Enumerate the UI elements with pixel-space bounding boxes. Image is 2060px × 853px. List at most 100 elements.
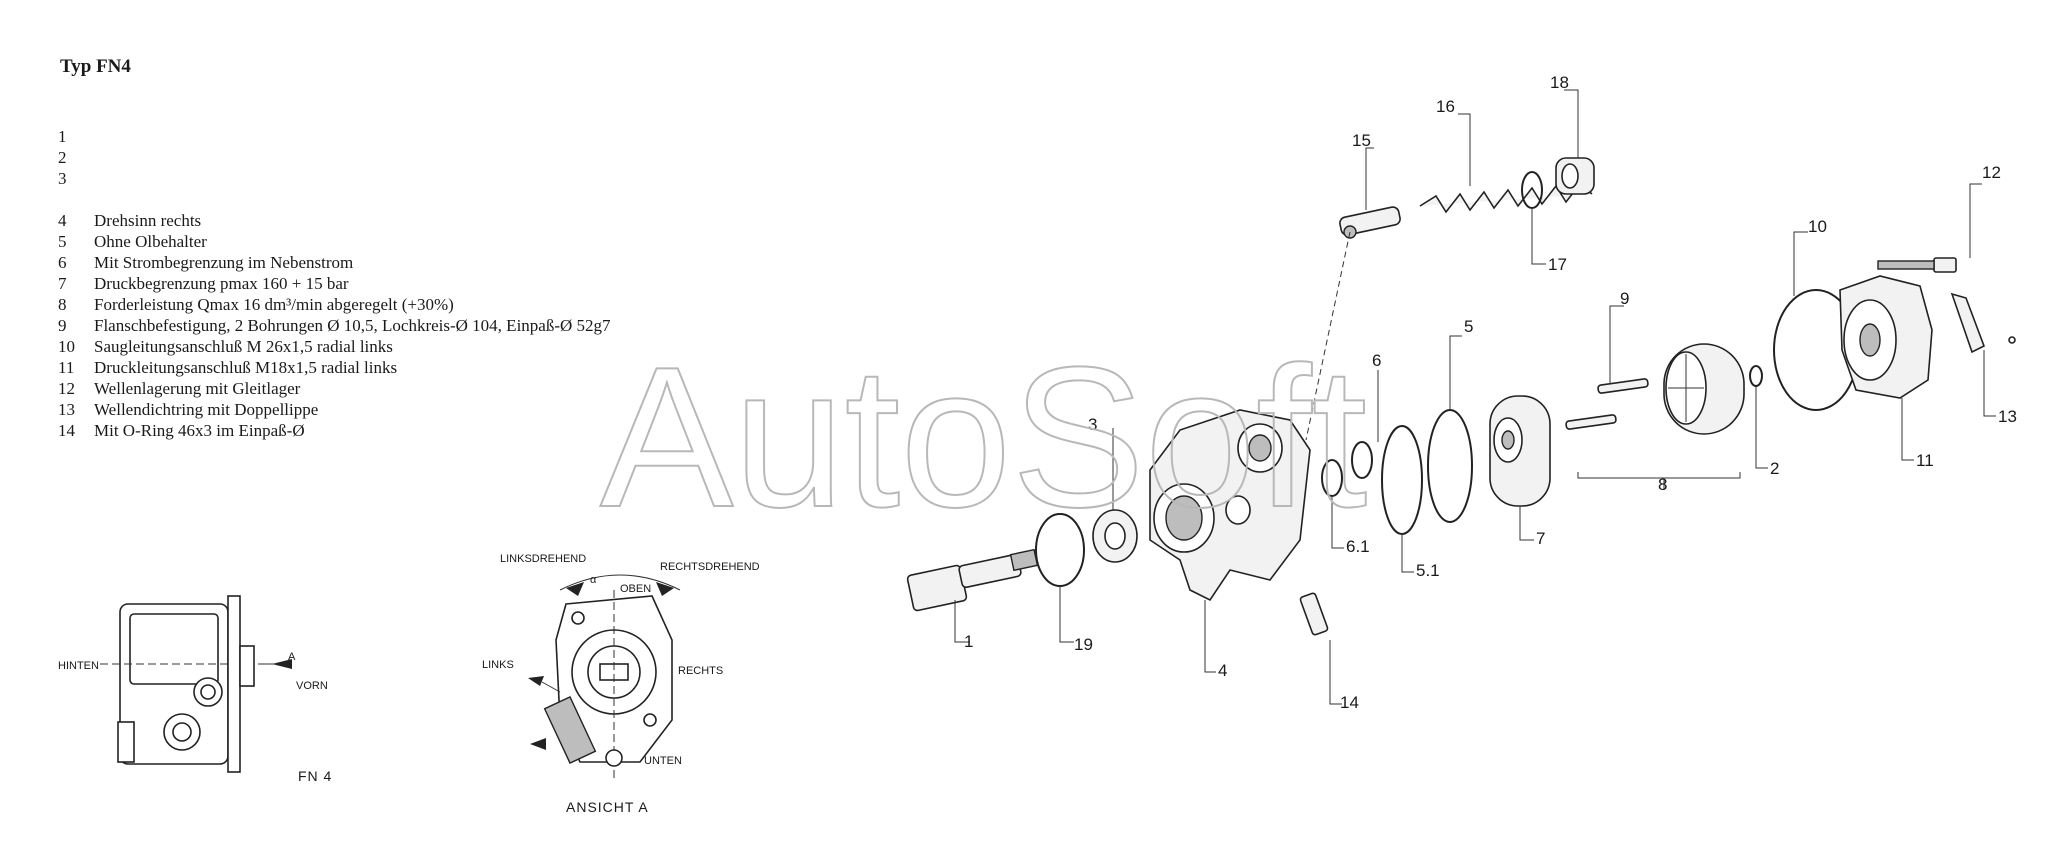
label-alpha: α <box>590 574 597 586</box>
diagram-title: Typ FN4 <box>60 56 131 77</box>
part-cam-ring <box>1489 395 1551 507</box>
label-rechtsdrehend: RECHTSDREHEND <box>660 561 760 573</box>
legend-text: Forderleistung Qmax 16 dm³/min abgeregel… <box>94 295 454 314</box>
legend-number: 12 <box>58 379 75 398</box>
rotation-left-arrow-icon <box>566 582 584 596</box>
leader-12 <box>1969 183 1982 258</box>
links-arrow-icon <box>528 676 544 686</box>
part-ring-6 <box>1351 441 1373 479</box>
pressure-port-bore <box>200 684 216 700</box>
leader-6-1 <box>1331 496 1344 549</box>
flow-arrow-icon <box>530 738 546 750</box>
label-linksdrehend: LINKSDREHEND <box>500 553 586 565</box>
leader-18 <box>1564 89 1579 158</box>
view-a-arrow-icon <box>272 659 292 669</box>
label-oben: OBEN <box>620 583 651 595</box>
callout-2: 2 <box>1770 459 1779 478</box>
view-a-caption: ANSICHT A <box>566 799 649 815</box>
part-bolt <box>1877 257 1957 273</box>
bracket-8 <box>1577 472 1741 479</box>
callout-3: 3 <box>1088 415 1097 434</box>
callout-1: 1 <box>964 632 973 651</box>
part-ring-5-1 <box>1381 425 1423 535</box>
legend-number: 4 <box>58 211 67 230</box>
legend-item: 6 Mit Strombegrenzung im Nebenstrom <box>58 252 611 273</box>
callout-8: 8 <box>1658 475 1667 494</box>
view-a: LINKSDREHEND RECHTSDREHEND α OBEN LINKS … <box>482 553 760 815</box>
label-vorn: VORN <box>296 680 328 692</box>
leader-5-1 <box>1401 534 1414 573</box>
suction-fitting <box>543 695 597 765</box>
legend-item: 2 <box>58 147 611 168</box>
bolt-hole-top <box>571 611 585 625</box>
callout-11: 11 <box>1916 451 1934 470</box>
legend-item: 1 <box>58 126 611 147</box>
part-ring-5 <box>1427 409 1473 523</box>
legend-number: 8 <box>58 295 67 314</box>
part-spring <box>1419 182 1593 214</box>
bottom-marker <box>605 749 623 767</box>
legend-text: Mit Strombegrenzung im Nebenstrom <box>94 253 354 272</box>
callout-19: 19 <box>1074 635 1093 654</box>
leader-16 <box>1458 113 1471 186</box>
legend-number: 3 <box>58 169 67 188</box>
legend-number: 13 <box>58 400 75 419</box>
legend-text: Wellenlagerung mit Gleitlager <box>94 379 301 398</box>
legend-item: 5 Ohne Olbehalter <box>58 231 611 252</box>
leader-11 <box>1901 398 1914 461</box>
legend-number: 11 <box>58 358 75 377</box>
assembly-line <box>1305 231 1351 441</box>
leader-2 <box>1755 386 1768 469</box>
leader-17 <box>1531 208 1546 265</box>
side-view-caption: FN 4 <box>298 768 332 784</box>
legend-item: 13 Wellendichtring mit Doppellippe <box>58 399 611 420</box>
callout-6: 6 <box>1372 351 1381 370</box>
suction-port-bore <box>172 722 192 742</box>
bolt-hole-bottom <box>643 713 657 727</box>
callout-5: 5 <box>1464 317 1473 336</box>
callout-labels: 1 2 3 4 5 5.1 6 6.1 7 8 9 10 11 12 13 14… <box>964 73 2017 712</box>
legend-text: Mit O-Ring 46x3 im Einpaß-Ø <box>94 421 305 440</box>
part-shaft-seal <box>1092 509 1138 563</box>
callout-7: 7 <box>1536 529 1545 548</box>
legend-text: Wellendichtring mit Doppellippe <box>94 400 319 419</box>
part-washer <box>2008 336 2016 344</box>
leader-4 <box>1204 600 1216 673</box>
pump-upper-section <box>129 613 219 685</box>
leader-10 <box>1793 231 1808 296</box>
legend-item: 14 Mit O-Ring 46x3 im Einpaß-Ø <box>58 420 611 441</box>
mounting-flange <box>227 595 241 773</box>
label-rechts: RECHTS <box>678 665 723 677</box>
callout-15: 15 <box>1352 131 1371 150</box>
callout-18: 18 <box>1550 73 1569 92</box>
leader-9 <box>1609 305 1624 384</box>
legend-number: 7 <box>58 274 67 293</box>
callout-13: 13 <box>1998 407 2017 426</box>
rear-fitting <box>117 721 135 763</box>
legend-number: 6 <box>58 253 67 272</box>
callout-10: 10 <box>1808 217 1827 236</box>
leader-19 <box>1059 586 1074 643</box>
label-a-marker: A <box>288 651 296 663</box>
legend-text: Druckbegrenzung pmax 160 + 15 bar <box>94 274 349 293</box>
part-pump-housing <box>1149 409 1311 602</box>
legend-text: Saugleitungsanschluß M 26x1,5 radial lin… <box>94 337 393 356</box>
leader-7 <box>1519 506 1534 541</box>
legend-text: Ohne Olbehalter <box>94 232 207 251</box>
side-view: HINTEN A VORN FN 4 <box>58 595 332 784</box>
legend-number: 14 <box>58 421 75 440</box>
legend-item: 8 Forderleistung Qmax 16 dm³/min abgerege… <box>58 294 611 315</box>
rotation-right-arrow-icon <box>656 582 674 596</box>
drive-shaft-stub <box>239 645 255 687</box>
callout-5-1: 5.1 <box>1416 561 1440 580</box>
legend-text: Drehsinn rechts <box>94 211 202 230</box>
leader-1 <box>954 600 970 643</box>
leader-14 <box>1329 640 1342 705</box>
legend-number: 9 <box>58 316 67 335</box>
legend-number: 5 <box>58 232 67 251</box>
label-unten: UNTEN <box>644 755 682 767</box>
